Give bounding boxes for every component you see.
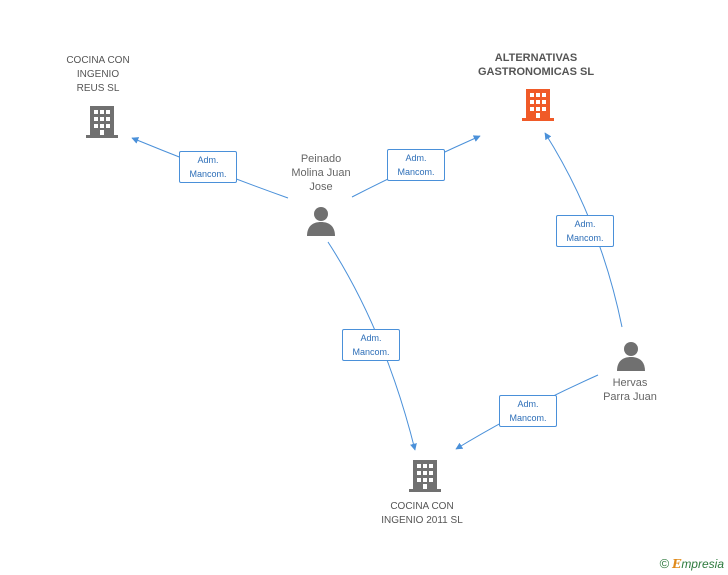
label-line: INGENIO [76, 69, 120, 80]
building-icon[interactable] [86, 104, 118, 138]
edge-label-peinado-cocina-reus[interactable]: Adm. Mancom. [179, 151, 237, 183]
brand-initial: E [672, 557, 682, 571]
edge-label-peinado-cocina-2011[interactable]: Adm. Mancom. [342, 329, 400, 361]
label-line: INGENIO 2011 SL [381, 515, 463, 526]
copyright-symbol: © [659, 556, 670, 571]
edge-label-line: Mancom. [566, 233, 604, 243]
copyright-brand[interactable]: ©Empresia [660, 556, 724, 571]
edge-label-line: Adm. [574, 219, 596, 229]
edge-label-hervas-alternativas[interactable]: Adm. Mancom. [556, 215, 614, 247]
label-line: ALTERNATIVAS [494, 52, 578, 64]
brand-name: mpresia [681, 557, 724, 571]
label-line: COCINA CON [66, 55, 130, 66]
edge-label-line: Adm. [517, 399, 539, 409]
label-line: COCINA CON [390, 501, 454, 512]
edge-label-line: Mancom. [397, 167, 435, 177]
label-line: Molina Juan [291, 167, 351, 179]
node-label-hervas[interactable]: Hervas Parra Juan [580, 376, 680, 404]
edge-label-line: Mancom. [352, 347, 390, 357]
edge-label-line: Adm. [360, 333, 382, 343]
label-line: REUS SL [76, 83, 120, 94]
edge-label-peinado-alternativas[interactable]: Adm. Mancom. [387, 149, 445, 181]
edge-label-line: Adm. [405, 153, 427, 163]
node-label-cocina-reus[interactable]: COCINA CON INGENIO REUS SL [48, 54, 148, 96]
label-line: Peinado [300, 153, 342, 165]
node-label-peinado[interactable]: Peinado Molina Juan Jose [271, 152, 371, 194]
building-icon[interactable] [409, 458, 441, 492]
person-icon[interactable] [616, 340, 646, 372]
node-label-cocina-2011[interactable]: COCINA CON INGENIO 2011 SL [362, 500, 482, 528]
person-icon[interactable] [306, 205, 336, 237]
edge-label-line: Adm. [197, 155, 219, 165]
label-line: GASTRONOMICAS SL [477, 66, 595, 78]
label-line: Parra Juan [603, 391, 657, 403]
node-label-alternativas[interactable]: ALTERNATIVAS GASTRONOMICAS SL [458, 51, 614, 79]
edge-label-line: Mancom. [509, 413, 547, 423]
label-line: Jose [309, 181, 333, 193]
edge-label-hervas-cocina-2011[interactable]: Adm. Mancom. [499, 395, 557, 427]
edge-label-line: Mancom. [189, 169, 227, 179]
label-line: Hervas [612, 377, 648, 389]
building-icon[interactable] [522, 87, 554, 121]
